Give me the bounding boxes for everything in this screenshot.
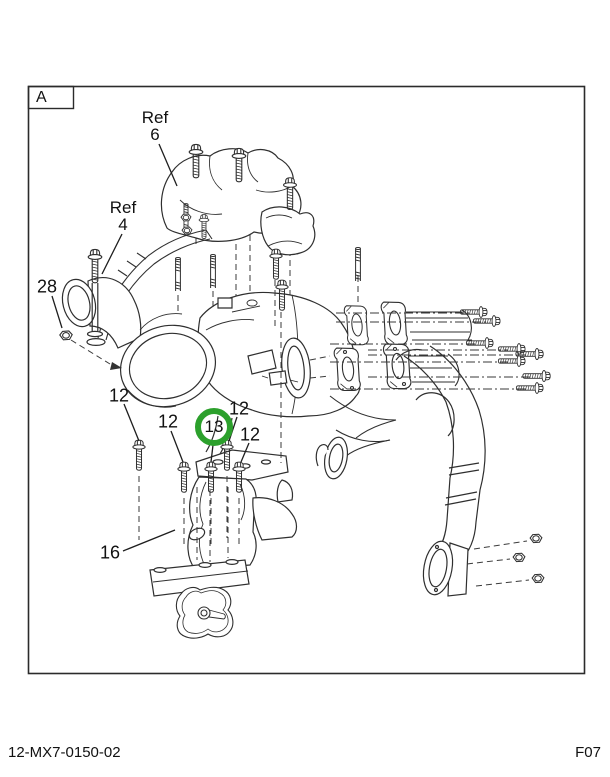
downpipe-drawing: [315, 345, 486, 597]
callout-16: 16: [99, 542, 121, 563]
callout-12-a: 12: [108, 385, 130, 406]
outlet-flange-drawing: [422, 540, 469, 597]
lower-small-flange-drawing: [315, 436, 349, 480]
highlight-circle: 13: [195, 408, 233, 446]
callout-ref-4: Ref 4: [110, 199, 136, 233]
callout-ref-6-prefix: Ref: [141, 108, 169, 127]
callout-ref-6: Ref 6: [142, 109, 168, 143]
frame-border: [27, 85, 586, 675]
callout-28: 28: [36, 276, 58, 297]
callout-12-c: 12: [228, 398, 250, 419]
gasket-drawing: [175, 586, 234, 639]
figure-code: F07: [575, 744, 601, 761]
alignment-lines-overlay: [70, 276, 532, 587]
inlet-elbow-drawing: [61, 277, 142, 349]
callout-12-d: 12: [239, 424, 261, 445]
doc-number: 12-MX7-0150-02: [8, 744, 121, 761]
callout-ref-4-prefix: Ref: [109, 198, 137, 217]
callout-ref-6-number: 6: [150, 125, 160, 144]
frame-label-box: [27, 85, 75, 110]
position-arrow: [110, 362, 122, 370]
leader-lines: [51, 143, 250, 552]
pedestal-drawing: [149, 449, 298, 597]
callout-12-b: 12: [157, 411, 179, 432]
callout-ref-4-number: 4: [118, 215, 128, 234]
callout-13-highlighted: 13: [204, 417, 224, 436]
exhaust-manifold-drawing: [329, 299, 472, 459]
frame-label: A: [36, 89, 47, 106]
heat-shield-drawing: [160, 148, 316, 256]
turbocharger-drawing: [61, 277, 361, 455]
